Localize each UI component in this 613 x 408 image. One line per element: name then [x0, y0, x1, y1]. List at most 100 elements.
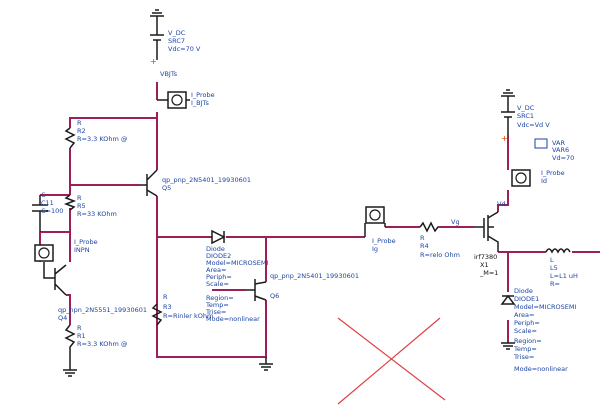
- capacitor-c11[interactable]: [32, 195, 48, 232]
- label-q5-0: qp_pnp_2N5401_19930601: [162, 176, 251, 184]
- label-r1-0: R: [77, 324, 82, 332]
- red-cross-mark: [337, 317, 446, 405]
- label-v-dc-top-2: Vdc=70 V: [168, 45, 201, 53]
- transistor-q6-pnp[interactable]: [246, 279, 267, 301]
- diode1-param: Model=MICROSEMI: [514, 303, 576, 311]
- ground-symbol-right: [501, 89, 515, 105]
- diode2-param: Diode: [206, 245, 225, 253]
- inductor-l5[interactable]: [545, 248, 571, 254]
- label-iprobe-inpn-0: I_Probe: [74, 238, 98, 246]
- diode1-param: Diode: [514, 287, 533, 295]
- label-iprobe-ig-1: Ig: [372, 245, 378, 253]
- var-block[interactable]: [534, 138, 548, 149]
- current-probe-bjts[interactable]: [157, 91, 190, 109]
- mosfet-x1[interactable]: [474, 211, 499, 252]
- label-l5-2: L=L1 uH: [550, 272, 578, 280]
- label-r2-2: R=3.3 KOhm @: [77, 135, 128, 143]
- ground-symbol-d1: [501, 342, 515, 350]
- diode1-param: Mode=nonlinear: [514, 365, 568, 373]
- resistor-r1[interactable]: [64, 324, 76, 355]
- diode2-param: Mode=nonlinear: [206, 315, 260, 323]
- diode2-params: Diode DIODE2 Model=MICROSEMI Area= Perip…: [205, 245, 268, 323]
- label-r1-2: R=3.3 KOhm @: [77, 340, 128, 348]
- label-vg: Vg: [451, 218, 460, 226]
- label-iprobe-ig-0: I_Probe: [372, 237, 396, 245]
- label-q6-0: qp_pnp_2N5401_19930601: [270, 272, 359, 280]
- diode-diode1[interactable]: [500, 294, 516, 305]
- label-c11-1: C11: [41, 199, 54, 207]
- diode1-param: Temp=: [513, 345, 537, 353]
- ground-symbol-top: [150, 9, 164, 25]
- diode2-param: Area=: [206, 266, 226, 274]
- diode1-param: Trise=: [513, 353, 534, 361]
- resistor-r4[interactable]: [419, 221, 440, 233]
- label-r3-1: R3: [163, 303, 172, 311]
- current-probe-inpn[interactable]: [34, 244, 54, 262]
- label-vd: Vd: [497, 200, 506, 208]
- label-r3-0: R: [163, 293, 168, 301]
- ground-symbol-mid: [259, 357, 273, 371]
- diode2-param: Trise=: [205, 308, 226, 316]
- label-r4-2: R=relo Ohm: [420, 251, 460, 259]
- label-q4-1: Q4: [58, 314, 67, 322]
- label-c11-2: C=100: [41, 207, 63, 215]
- diode2-param: Temp=: [205, 301, 229, 309]
- diode2-param: Scale=: [206, 280, 229, 288]
- label-l5-3: R=: [550, 280, 560, 288]
- current-probe-id[interactable]: [511, 169, 531, 187]
- resistor-r5[interactable]: [63, 194, 77, 211]
- label-mosfet-1: X1: [480, 261, 489, 269]
- label-r5-1: R5: [77, 202, 86, 210]
- label-v-dc-top-1: SRC7: [168, 37, 185, 45]
- transistor-q5-pnp[interactable]: [140, 169, 158, 197]
- label-iprobe-id-0: I_Probe: [541, 169, 565, 177]
- label-vbjts: VBJTs: [160, 70, 178, 78]
- label-iprobe-bjts-1: I_BJTs: [191, 99, 209, 107]
- label-var-2: Vd=70: [552, 154, 574, 162]
- battery-vdc-right[interactable]: +: [501, 105, 515, 143]
- label-mosfet-0: irf7380: [474, 253, 497, 261]
- label-r4-0: R: [420, 234, 425, 242]
- label-r5-2: R=33 KOhm: [77, 210, 117, 218]
- diode2-param: Model=MICROSEMI: [206, 259, 268, 267]
- label-l5-0: L: [550, 256, 554, 264]
- diode2-param: Region=: [206, 294, 234, 302]
- label-q6-1: Q6: [270, 292, 279, 300]
- label-r2-1: R2: [77, 127, 86, 135]
- resistor-r3[interactable]: [151, 303, 163, 326]
- label-r3-2: R=Rinler kOhm: [163, 312, 213, 320]
- current-probe-ig[interactable]: [364, 206, 386, 237]
- ground-symbol-r1: [63, 355, 77, 377]
- diode2-param: Periph=: [206, 273, 232, 281]
- wire-network: [39, 82, 600, 358]
- label-q5-1: Q5: [162, 184, 171, 192]
- diode1-params: Diode DIODE1 Model=MICROSEMI Area= Perip…: [513, 287, 576, 373]
- label-l5-1: L5: [550, 264, 558, 272]
- labels: V_DC SRC7 Vdc=70 V VBJTs I_Probe I_BJTs …: [41, 29, 578, 373]
- label-iprobe-inpn-1: INPN: [74, 246, 90, 254]
- battery-vdc-top[interactable]: +: [150, 25, 164, 66]
- plus-mark: +: [150, 57, 157, 66]
- label-iprobe-id-1: Id: [541, 177, 547, 185]
- diode1-param: Scale=: [514, 327, 537, 335]
- label-iprobe-bjts-0: I_Probe: [191, 91, 215, 99]
- diode1-param: Area=: [514, 311, 534, 319]
- label-mosfet-2: _M=1: [479, 269, 498, 277]
- diode2-param: DIODE2: [206, 252, 231, 260]
- transistor-q4-npn[interactable]: [43, 262, 67, 296]
- label-var-0: VAR: [552, 139, 565, 147]
- label-r4-1: R4: [420, 242, 429, 250]
- resistor-r2[interactable]: [64, 127, 76, 149]
- diode1-param: Region=: [514, 337, 542, 345]
- label-r2-0: R: [77, 119, 82, 127]
- diode-diode2[interactable]: [211, 229, 226, 245]
- diode1-param: Periph=: [514, 319, 540, 327]
- label-q4-0: qp_npn_2N5551_19930601: [58, 306, 147, 314]
- label-v-dc-top-0: V_DC: [168, 29, 186, 37]
- label-r5-0: R: [77, 194, 82, 202]
- label-var-1: VAR6: [552, 146, 569, 154]
- label-v-dc-right-1: SRC1: [517, 112, 534, 120]
- label-c11-0: C: [41, 191, 46, 199]
- label-v-dc-right-0: V_DC: [517, 104, 535, 112]
